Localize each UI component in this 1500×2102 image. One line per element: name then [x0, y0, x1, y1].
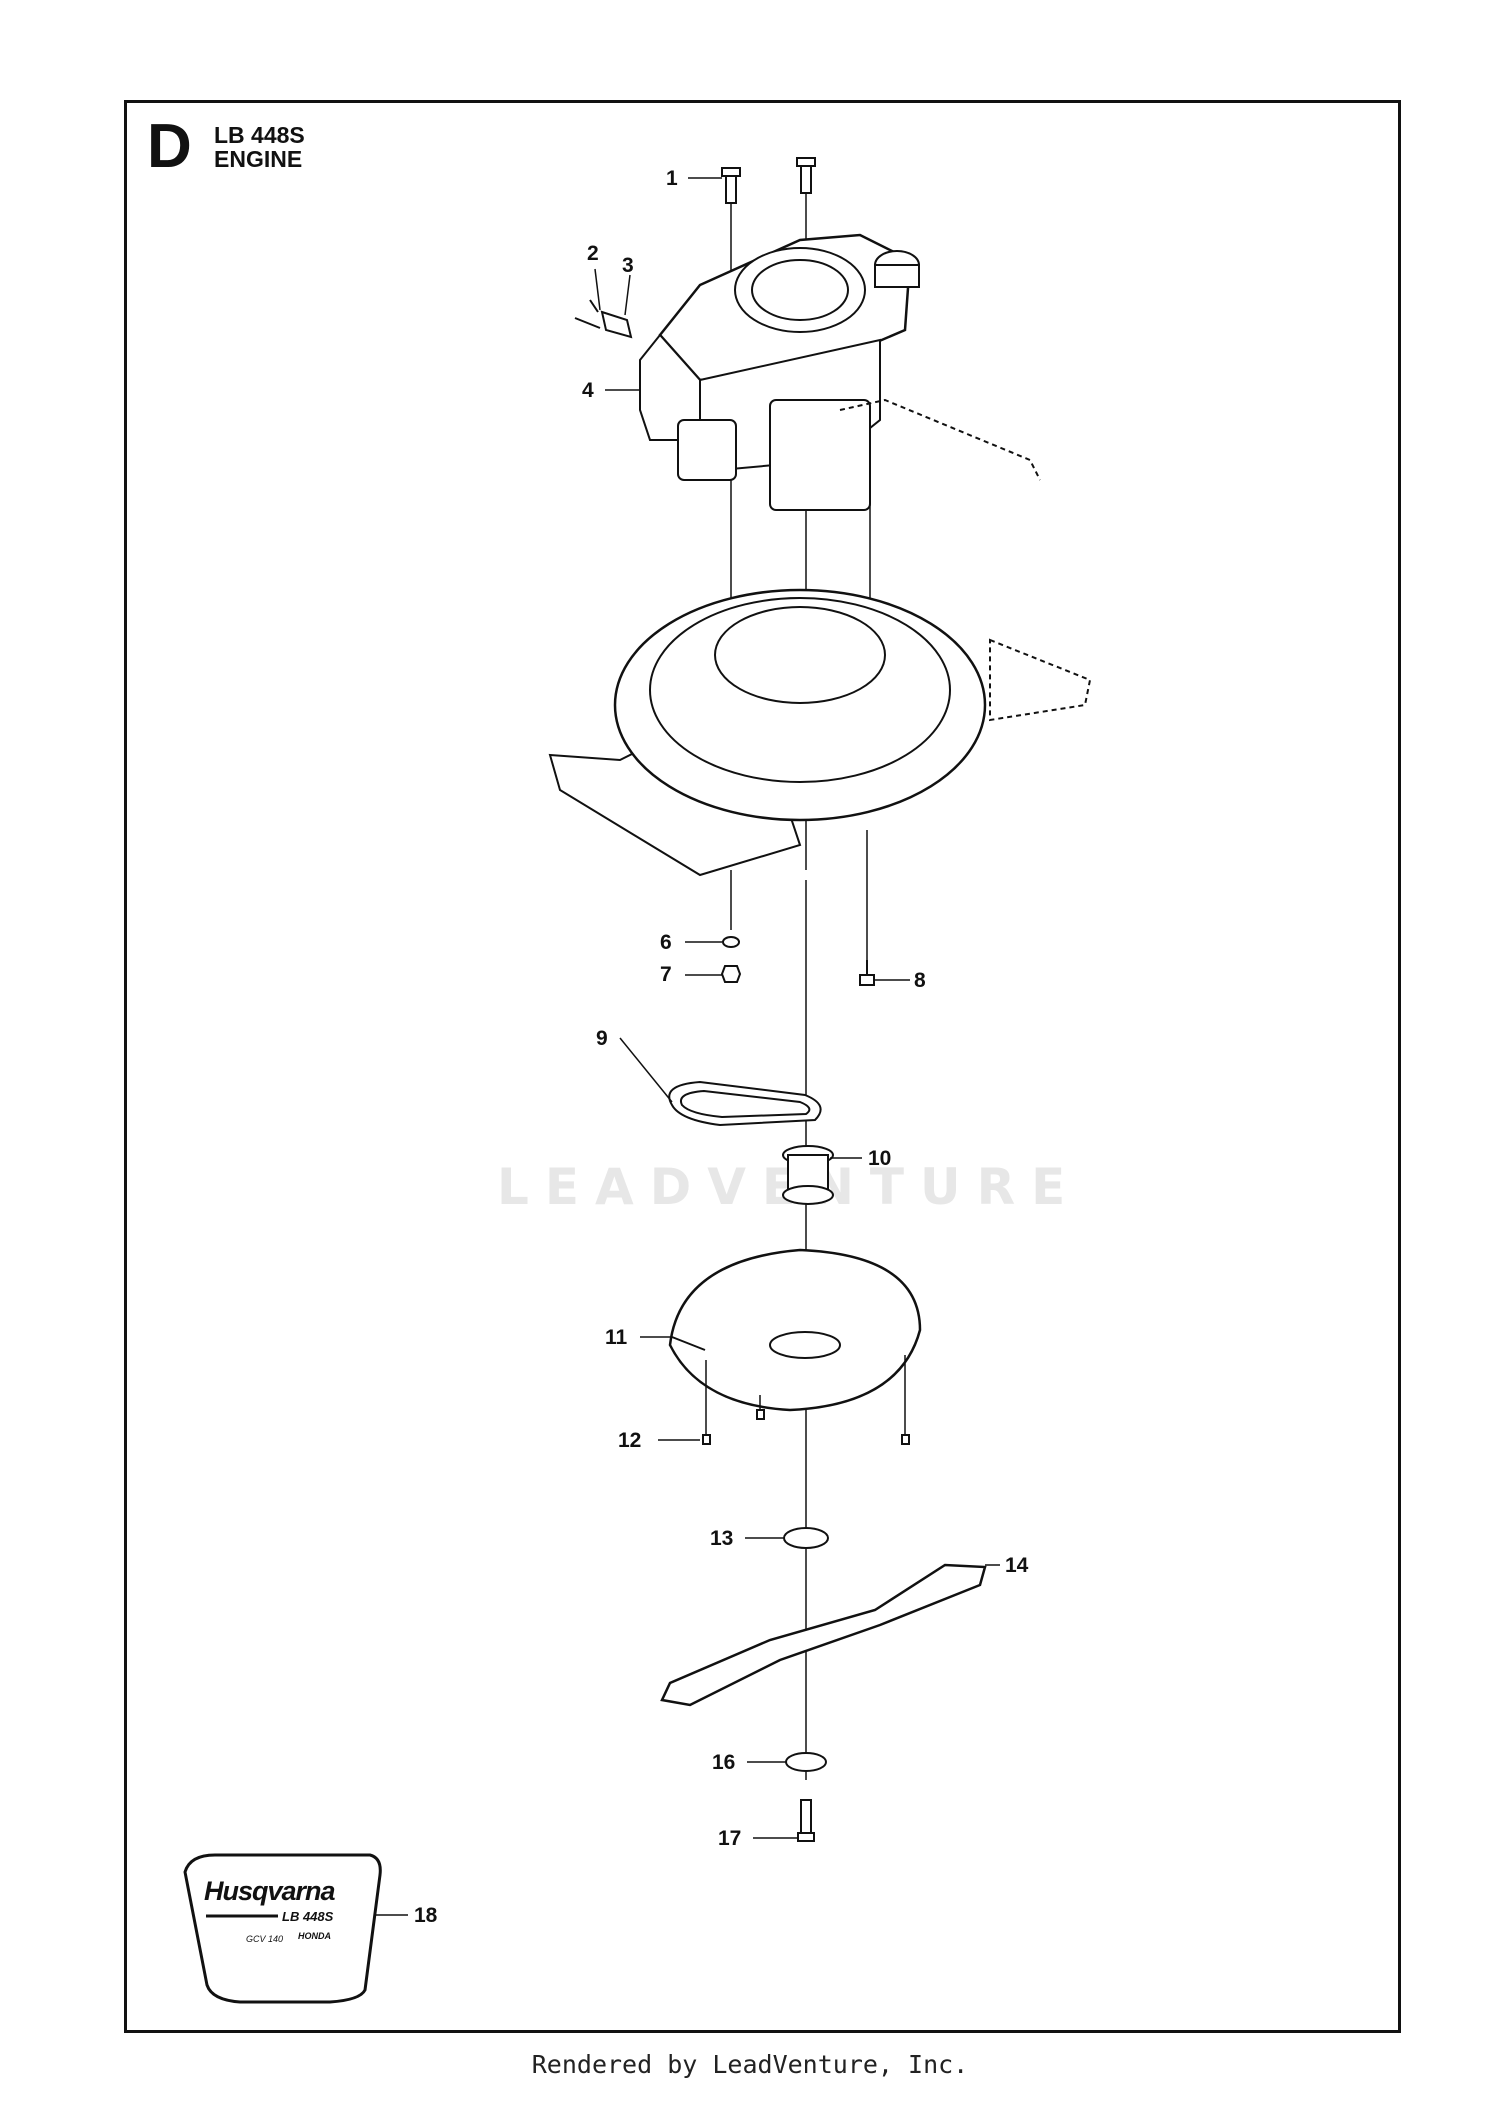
decal-model-text: LB 448S: [282, 1909, 334, 1924]
callout-1: 1: [666, 167, 678, 190]
callout-7: 7: [660, 963, 672, 986]
callout-2: 2: [587, 242, 599, 265]
footer-credit: Rendered by LeadVenture, Inc.: [531, 2050, 969, 2079]
callout-6: 6: [660, 931, 672, 954]
blade-part: [660, 1563, 987, 1707]
watermark: LEADVENTURE: [497, 1158, 1081, 1216]
baffle-plate-part: [668, 1248, 922, 1412]
callout-8: 8: [914, 969, 926, 992]
section-letter: D: [147, 112, 192, 181]
callout-18: 18: [414, 1904, 438, 1927]
callout-12: 12: [618, 1429, 642, 1452]
diagram-frame: [124, 100, 1401, 2033]
callout-13: 13: [710, 1527, 734, 1550]
bolt-part: [721, 157, 816, 204]
callout-17: 17: [718, 1827, 742, 1850]
assembly-title: ENGINE: [214, 146, 303, 172]
engine-part: [574, 233, 920, 511]
decal-brand-logo: Husqvarna: [204, 1876, 336, 1906]
callout-11: 11: [605, 1326, 628, 1349]
pulley-part: [782, 1145, 834, 1205]
callout-9: 9: [596, 1027, 608, 1050]
decal-maker-logo: HONDA: [298, 1931, 331, 1941]
callout-10: 10: [868, 1147, 892, 1170]
callout-4: 4: [582, 379, 594, 402]
decal-part: [183, 1853, 382, 2004]
callout-3: 3: [622, 254, 634, 277]
model-name: LB 448S: [214, 122, 305, 148]
callout-16: 16: [712, 1751, 736, 1774]
callout-14: 14: [1005, 1554, 1029, 1577]
belt-part: [668, 1080, 822, 1127]
mower-deck-part: [548, 398, 1092, 877]
decal-engine-text: GCV 140: [246, 1934, 284, 1944]
